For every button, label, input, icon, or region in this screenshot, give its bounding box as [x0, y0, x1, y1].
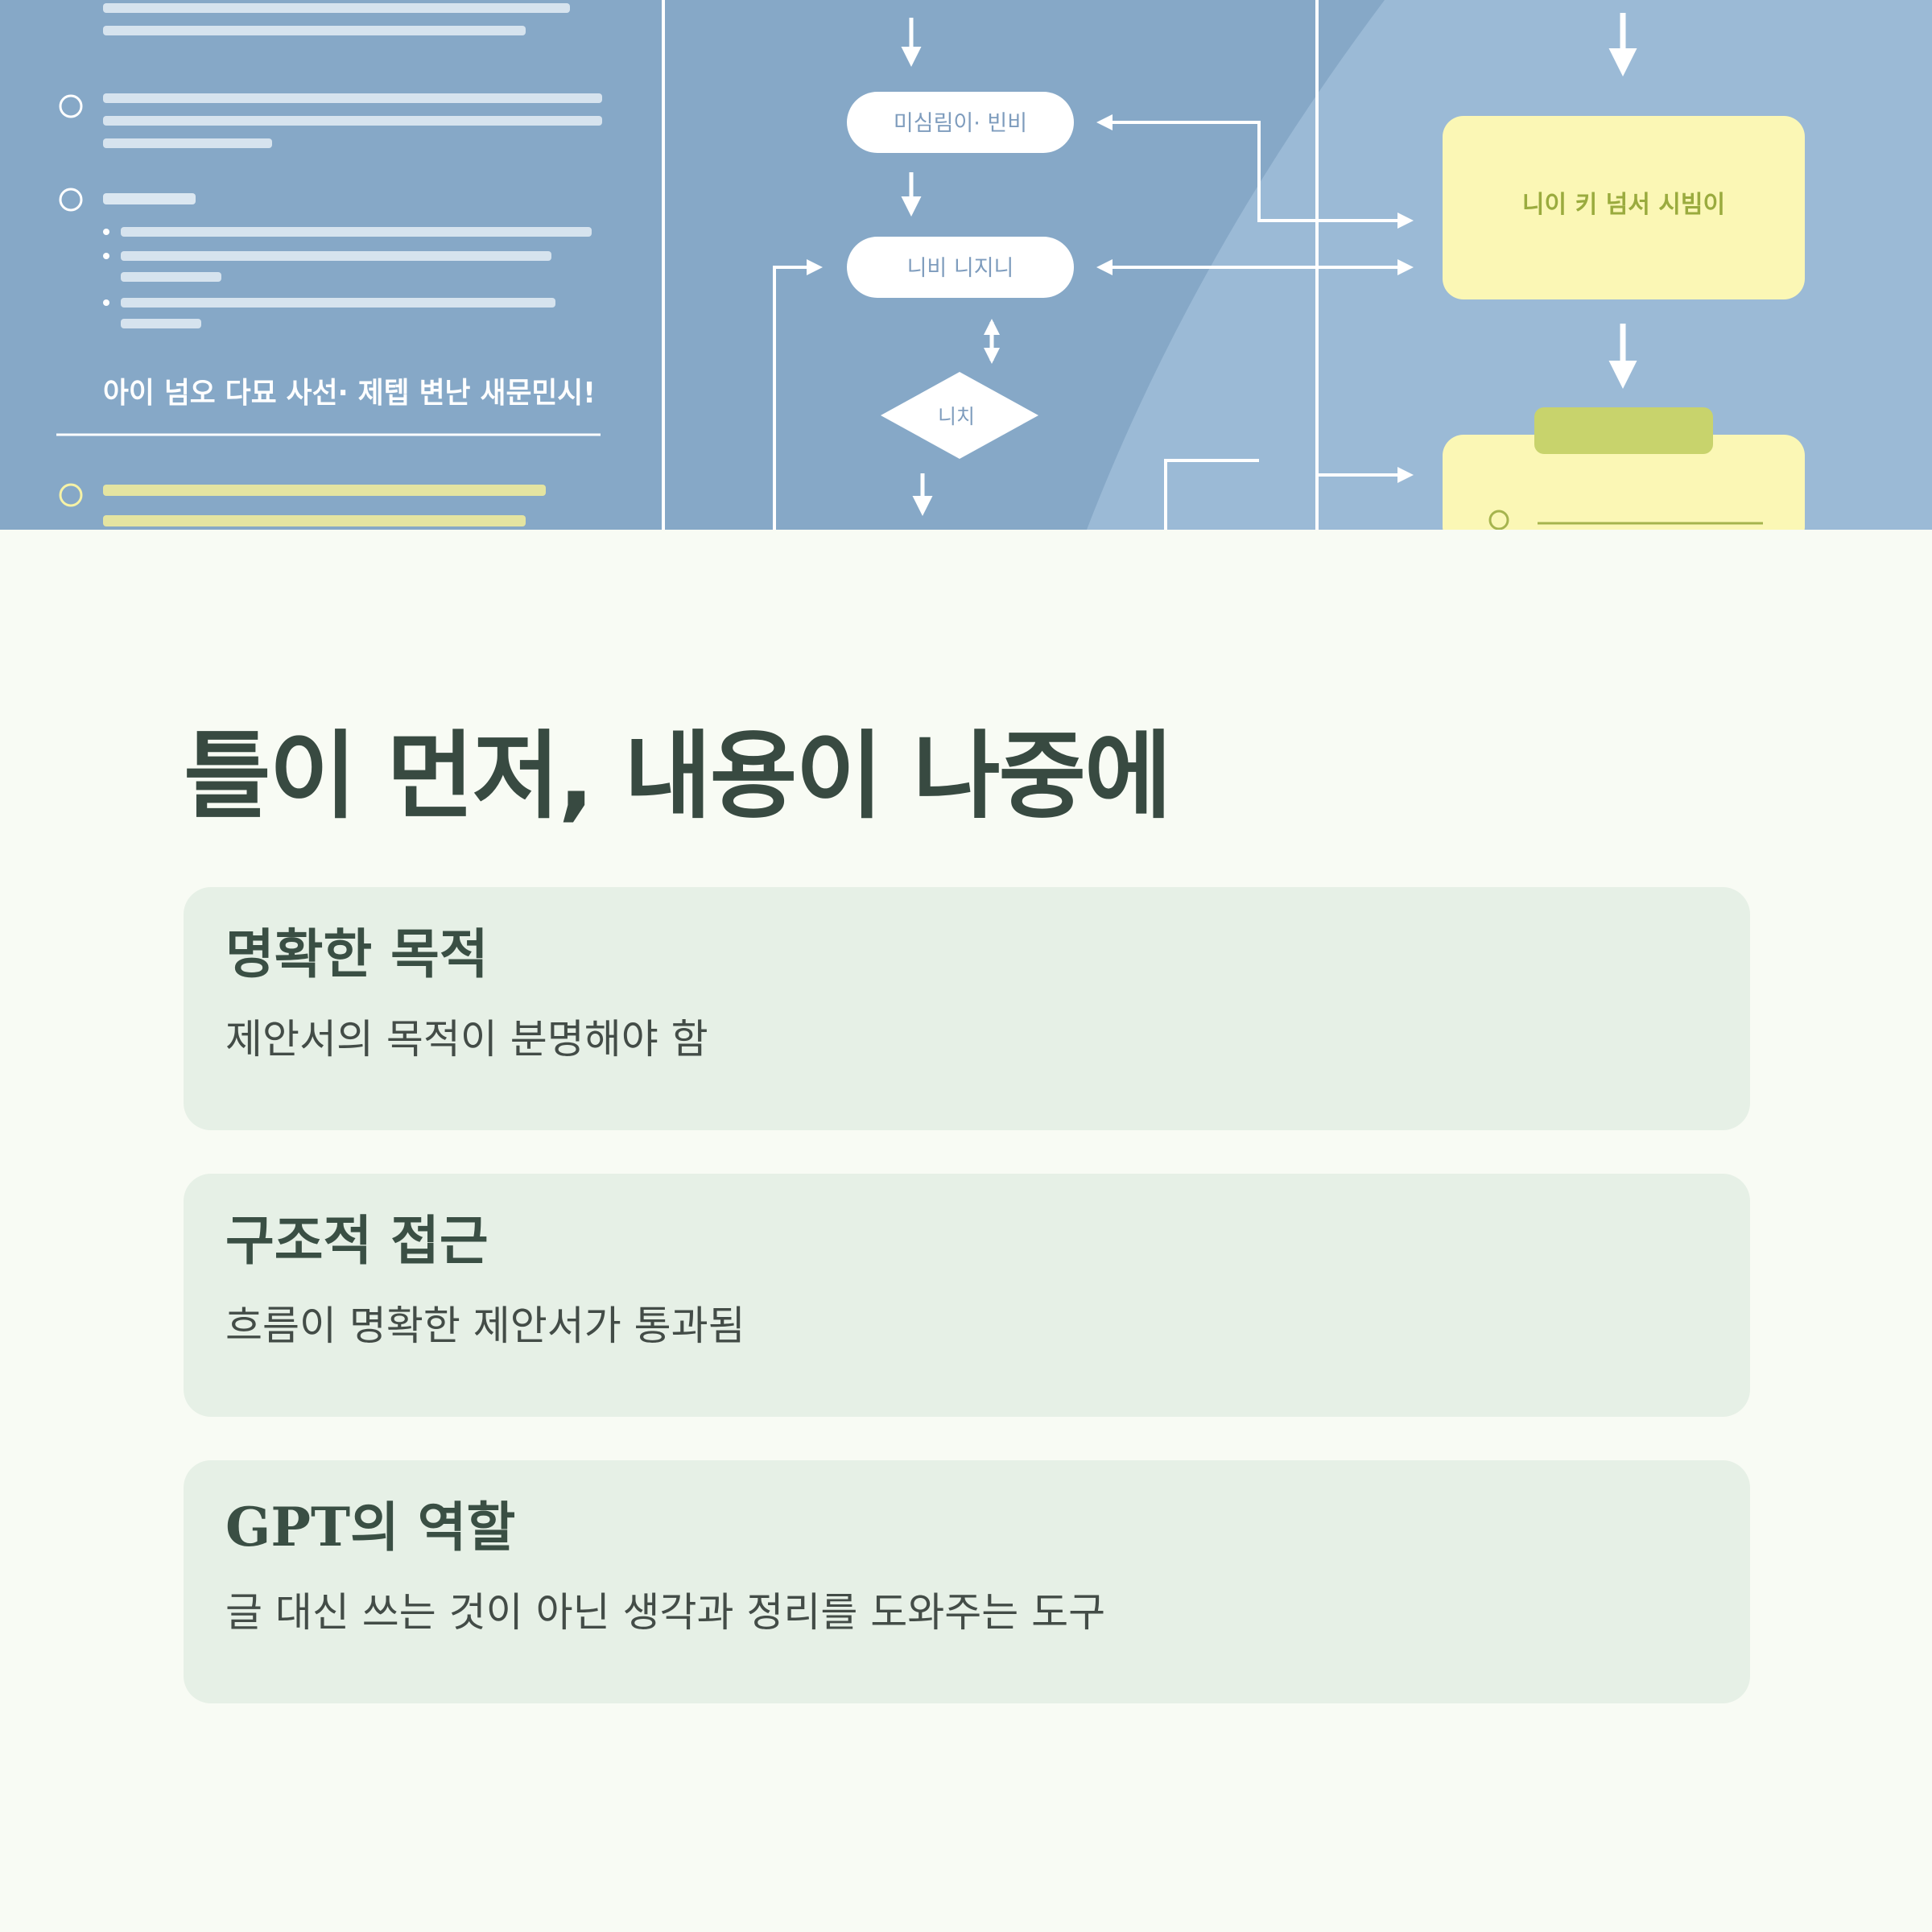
- flow-node: [847, 237, 1074, 298]
- card-description: 제안서의 목적이 분명해야 함: [225, 1015, 708, 1063]
- result-box: [1443, 116, 1805, 299]
- target-icon: [1488, 510, 1509, 530]
- bullet-dot-icon: [103, 229, 109, 235]
- connector-arrow-icon: [1096, 114, 1414, 229]
- card-title: 명확한 목적: [225, 923, 489, 985]
- number-circle-icon: [59, 483, 83, 507]
- result-box: [1443, 435, 1805, 530]
- flowchart-illustration: 아이 넘오 다묘 사선· 제텝 변난 새문민시! 미심림이· 빈비 니비 니지니…: [0, 0, 1932, 530]
- number-circle-icon: [59, 188, 83, 212]
- card-structural-approach: 구조적 접근 흐름이 명확한 제안서가 통과됨: [184, 1173, 1750, 1417]
- slide-content: 틀이 먼저, 내용이 나중에 명확한 목적 제안서의 목적이 분명해야 함 구조…: [184, 724, 1750, 1747]
- flowchart: 미심림이· 빈비 니비 니지니 니치: [773, 18, 1414, 530]
- card-description: 글 대신 쓰는 것이 아닌 생각과 정리를 도와주는 도구: [225, 1588, 1106, 1636]
- bullet-dot-icon: [103, 299, 109, 306]
- card-description: 흐름이 명확한 제안서가 통과됨: [225, 1302, 745, 1349]
- card-title: 구조적 접근: [225, 1209, 489, 1272]
- decision-label: 니치: [938, 405, 975, 428]
- loop-arrow-icon: [773, 259, 823, 530]
- result-box-tab: [1534, 407, 1713, 454]
- card-gpt-role: GPT의 역할 글 대신 쓰는 것이 아닌 생각과 정리를 도와주는 도구: [184, 1459, 1750, 1703]
- card-title: GPT의 역할: [225, 1495, 516, 1558]
- flow-node-label: 미심림이· 빈비: [894, 111, 1027, 136]
- card-clear-purpose: 명확한 목적 제안서의 목적이 분명해야 함: [184, 886, 1750, 1130]
- connector-line: [1164, 459, 1259, 530]
- number-circle-icon: [59, 94, 83, 118]
- page-title: 틀이 먼저, 내용이 나중에: [184, 720, 1172, 832]
- card-list: 명확한 목적 제안서의 목적이 분명해야 함 구조적 접근 흐름이 명확한 제안…: [184, 886, 1750, 1703]
- decision-diamond: [881, 372, 1038, 459]
- bullet-dot-icon: [103, 253, 109, 259]
- flow-node: [847, 92, 1074, 153]
- notes-panel: 아이 넘오 다묘 사선· 제텝 변난 새문민시!: [56, 3, 602, 526]
- result-box-label: 니이 키 넘서 시빔이: [1522, 191, 1725, 219]
- hero-illustration: 아이 넘오 다묘 사선· 제텝 변난 새문민시! 미심림이· 빈비 니비 니지니…: [0, 0, 1932, 530]
- notes-heading: 아이 넘오 다묘 사선· 제텝 변난 새문민시!: [103, 377, 596, 410]
- result-panel: 니이 키 넘서 시빔이: [1443, 13, 1805, 530]
- flow-node-label: 니비 니지니: [907, 256, 1014, 281]
